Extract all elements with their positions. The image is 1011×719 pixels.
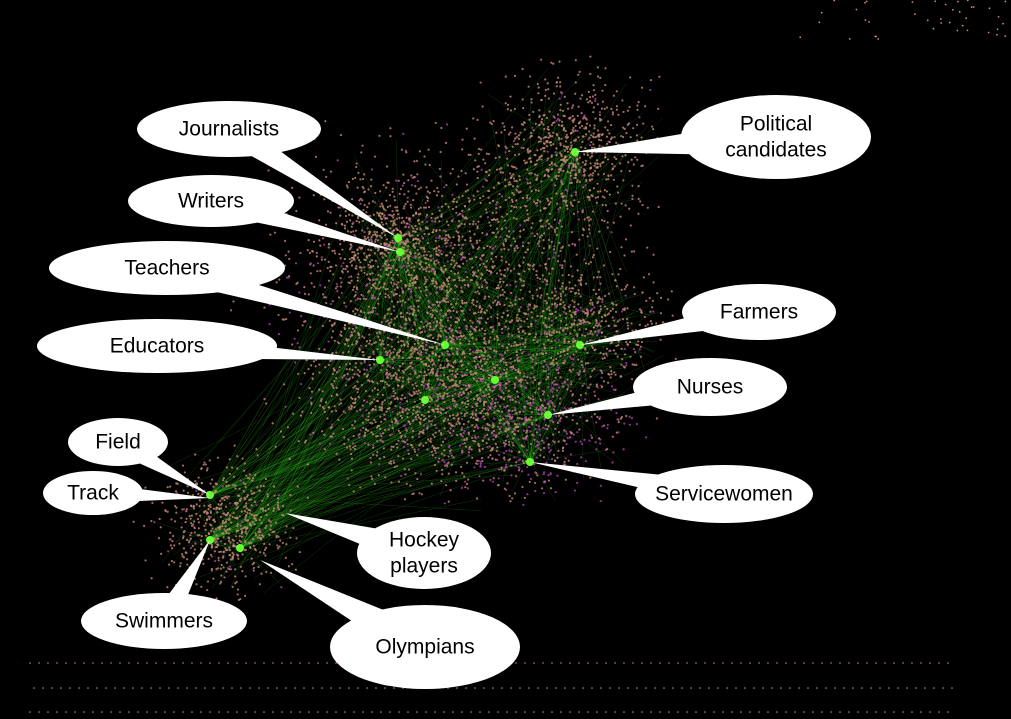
callout-bubble bbox=[330, 605, 520, 689]
callout-bubble bbox=[49, 241, 285, 295]
callout-political-candidates: Political candidates bbox=[575, 95, 871, 179]
callout-journalists: Journalists bbox=[137, 101, 398, 238]
graph-edges bbox=[153, 67, 664, 594]
callout-bubble bbox=[681, 95, 871, 179]
callout-label: Journalists bbox=[179, 118, 279, 141]
callout-label: Educators bbox=[110, 335, 205, 358]
callout-bubble bbox=[81, 593, 247, 649]
callout-label: players bbox=[390, 555, 458, 578]
hub-node bbox=[421, 396, 429, 404]
callout-label: Writers bbox=[178, 190, 244, 213]
callout-bubble bbox=[37, 319, 277, 373]
callout-bubble bbox=[43, 471, 143, 515]
hub-node bbox=[236, 544, 244, 552]
callout-label: Field bbox=[95, 431, 141, 454]
callout-field: Field bbox=[68, 418, 210, 495]
callout-label: Servicewomen bbox=[655, 483, 793, 506]
callout-servicewomen: Servicewomen bbox=[530, 462, 813, 523]
callout-writers: Writers bbox=[128, 175, 400, 252]
callout-bubble bbox=[682, 284, 836, 340]
callout-teachers: Teachers bbox=[49, 241, 445, 345]
callout-label: Olympians bbox=[375, 636, 474, 659]
callout-bubble bbox=[633, 358, 787, 416]
callout-bubble bbox=[68, 418, 168, 466]
callout-bubble bbox=[137, 101, 321, 157]
callout-track: Track bbox=[43, 471, 210, 515]
callout-label: Teachers bbox=[124, 257, 209, 280]
callout-swimmers: Swimmers bbox=[81, 540, 247, 649]
hub-node bbox=[491, 376, 499, 384]
callout-bubble bbox=[128, 175, 294, 227]
callout-bubble bbox=[357, 517, 491, 589]
graph-nodes bbox=[29, 0, 1007, 713]
callout-olympians: Olympians bbox=[260, 560, 520, 689]
callout-educators: Educators bbox=[37, 319, 380, 373]
callout-nurses: Nurses bbox=[548, 358, 787, 416]
callout-label: Hockey bbox=[389, 529, 460, 552]
callout-bubble bbox=[635, 465, 813, 523]
callout-label: candidates bbox=[725, 139, 827, 162]
callout-farmers: Farmers bbox=[580, 284, 836, 345]
callout-hockey-players: Hockey players bbox=[285, 513, 491, 589]
callout-label: Political bbox=[740, 113, 812, 136]
callout-label: Track bbox=[67, 482, 119, 505]
callout-label: Nurses bbox=[677, 376, 744, 399]
callout-label: Farmers bbox=[720, 301, 798, 324]
callout-label: Swimmers bbox=[115, 610, 213, 633]
